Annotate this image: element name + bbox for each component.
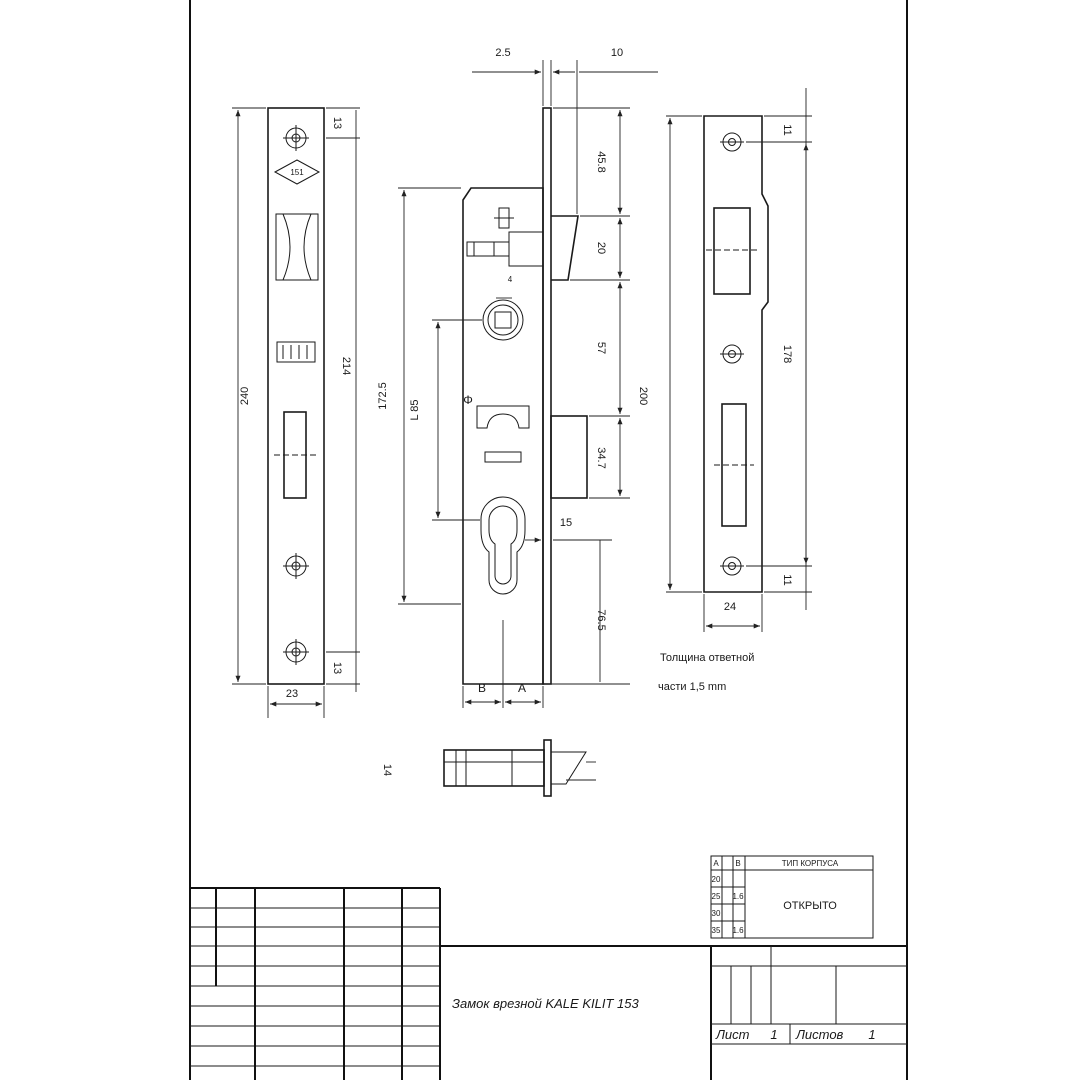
table-row-1-a: 25 — [712, 892, 721, 901]
dim-13-top: 13 — [331, 117, 343, 129]
lock-body-side-view: 4 Φ 2.5 10 172.5 L 85 — [377, 47, 658, 708]
sheets-value: 1 — [868, 1027, 875, 1042]
dim-10: 10 — [611, 47, 623, 59]
screw-hole-bottom — [283, 639, 309, 665]
dim-2-5: 2.5 — [495, 47, 510, 59]
dim-57: 57 — [595, 342, 607, 354]
table-row-3-a: 35 — [712, 926, 721, 935]
handle-spindle-hole: 4 — [482, 275, 524, 341]
dim-4: 4 — [508, 275, 513, 284]
table-value: ОТКРЫТО — [783, 900, 837, 912]
table-col-a: A — [713, 859, 719, 868]
strike-plate-view: 178 11 11 24 — [666, 88, 812, 632]
dim-178: 178 — [781, 345, 793, 363]
strike-thickness-note: Толщина ответной части 1,5 mm — [658, 652, 754, 693]
brand-logo-diamond: 151 — [273, 159, 321, 185]
latch-mechanism — [466, 207, 544, 267]
dim-45-8: 45.8 — [595, 151, 607, 172]
dim-23: 23 — [286, 688, 298, 700]
logo-label: 151 — [290, 168, 304, 177]
screw-hole-middle — [283, 553, 309, 579]
phi-label: Φ — [463, 393, 473, 407]
dim-76-5: 76.5 — [595, 609, 607, 630]
latch-bolt — [275, 213, 319, 281]
variant-table: A B ТИП КОРПУСА 20 25 1.6 30 35 1.6 ОТКР… — [710, 855, 874, 939]
dim-11-top: 11 — [781, 124, 793, 135]
dim-a: A — [518, 681, 526, 695]
sheet-value: 1 — [770, 1027, 777, 1042]
deadbolt-slot — [274, 411, 316, 499]
dim-24: 24 — [724, 601, 736, 613]
note-line-2: части 1,5 mm — [658, 681, 726, 693]
sheets-label: Листов — [795, 1027, 844, 1042]
dim-214: 214 — [340, 357, 352, 375]
dim-b: B — [478, 681, 486, 695]
dim-11-bottom: 11 — [781, 574, 793, 585]
title-block: Замок врезной KALE KILIT 153 Лист 1 Лист… — [190, 887, 907, 1080]
table-col-b: B — [735, 859, 740, 868]
dim-13-bottom: 13 — [331, 662, 343, 674]
dim-172-5: 172.5 — [377, 382, 389, 410]
screw-hole-top — [283, 125, 309, 151]
drawing-title: Замок врезной KALE KILIT 153 — [452, 996, 639, 1011]
cam-cutout — [476, 405, 530, 429]
dim-15: 15 — [560, 517, 572, 529]
latch-opening — [713, 207, 751, 295]
strike-screw-middle — [720, 344, 744, 364]
dim-l85: L 85 — [409, 399, 421, 420]
table-header: ТИП КОРПУСА — [782, 859, 839, 868]
faceplate-front-view: 151 — [232, 107, 360, 718]
euro-cylinder-cutout — [480, 496, 526, 595]
strike-screw-top — [720, 132, 744, 152]
dim-20: 20 — [595, 242, 607, 254]
kale-logo-mark — [276, 341, 316, 363]
note-line-1: Толщина ответной — [660, 652, 754, 664]
center-mark-phi: Φ — [463, 393, 473, 407]
sheet-frame — [189, 0, 908, 1080]
sheet-label: Лист — [715, 1027, 750, 1042]
dim-34-7: 34.7 — [595, 447, 607, 468]
dim-240: 240 — [239, 387, 251, 405]
lock-top-view: 14 — [381, 739, 596, 797]
table-row-3-b: 1.6 — [732, 926, 744, 935]
strike-screw-bottom — [720, 556, 744, 576]
table-row-2-a: 30 — [712, 909, 721, 918]
deadbolt-block — [550, 415, 588, 499]
table-row-1-b: 1.6 — [732, 892, 744, 901]
table-row-0-a: 20 — [712, 875, 721, 884]
dim-14: 14 — [381, 764, 393, 776]
dim-200: 200 — [637, 387, 649, 405]
slot — [484, 451, 522, 463]
